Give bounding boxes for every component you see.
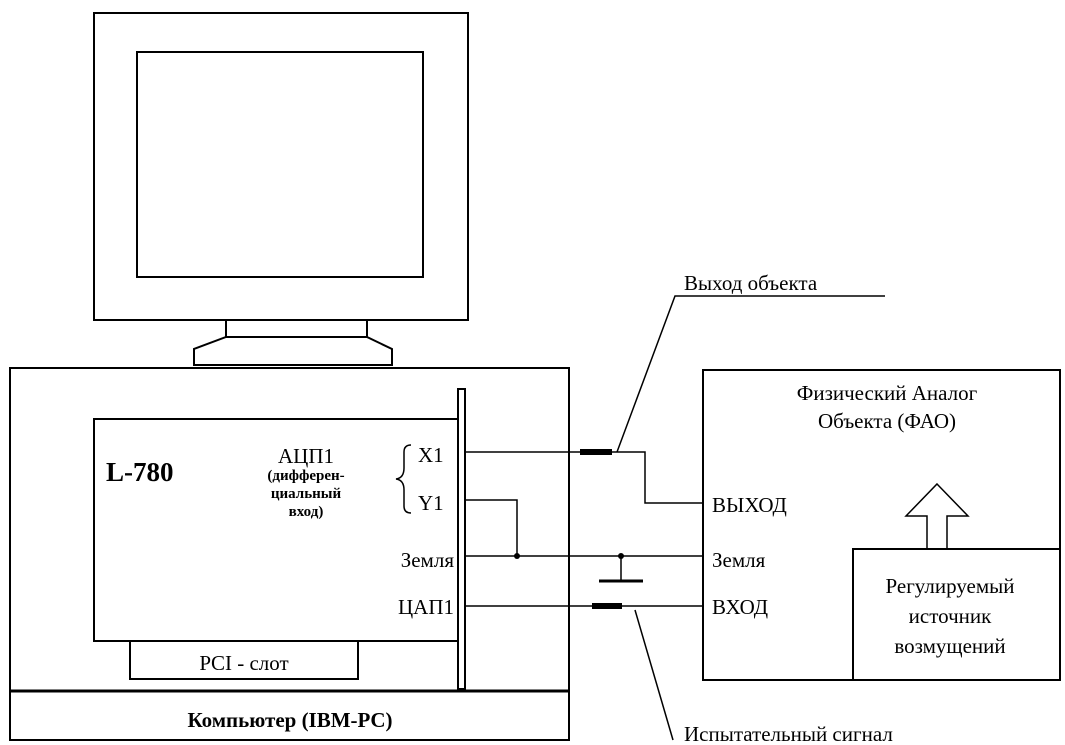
computer-label: Компьютер (IBM-PC) xyxy=(187,708,392,732)
fao-ground-label: Земля xyxy=(712,548,766,572)
fao-output-label: ВЫХОД xyxy=(712,493,787,517)
disturbance-line1: Регулируемый xyxy=(885,574,1014,598)
disturbance-line2: источник xyxy=(909,604,992,628)
computer-outline xyxy=(9,367,570,741)
callout-object-output-leader xyxy=(616,295,885,453)
adc-note-line1: (дифферен- xyxy=(267,468,344,484)
board-bracket xyxy=(457,388,466,690)
wires xyxy=(465,449,703,609)
computer-case: Компьютер (IBM-PC) xyxy=(9,367,570,741)
adc-title: АЦП1 xyxy=(278,444,334,468)
ground-node-left xyxy=(514,553,520,559)
adc-note-line3: вход) xyxy=(289,504,324,520)
pci-slot xyxy=(129,640,359,680)
adc-note-line2: циальный xyxy=(271,486,342,502)
pin-ground-label: Земля xyxy=(401,548,455,572)
disturbance-source xyxy=(852,548,1061,681)
fao-block: Физический Аналог Объекта (ФАО) ВЫХОД Зе… xyxy=(702,369,1061,681)
fao-title-line2: Объекта (ФАО) xyxy=(818,409,956,433)
l780-board: PCI - слот L-780 АЦП1 (дифферен- циальны… xyxy=(93,388,466,690)
monitor xyxy=(93,12,469,366)
monitor-neck xyxy=(225,319,368,338)
callout-object-output: Выход объекта xyxy=(684,271,818,295)
wire-x1-to-output xyxy=(465,451,703,504)
pci-slot-label: PCI - слот xyxy=(199,651,288,675)
callouts: Выход объекта Испытательный сигнал xyxy=(616,271,893,745)
callout-test-signal: Испытательный сигнал xyxy=(684,722,893,745)
disturbance-line3: возмущений xyxy=(894,634,1005,658)
monitor-frame xyxy=(93,12,469,321)
monitor-screen xyxy=(136,51,424,278)
pin-y1-label: Y1 xyxy=(418,491,444,515)
fao-input-label: ВХОД xyxy=(712,595,768,619)
monitor-base xyxy=(193,336,393,366)
fao-title-line1: Физический Аналог xyxy=(797,381,978,405)
pin-x1-label: X1 xyxy=(418,443,444,467)
callout-test-signal-leader xyxy=(634,609,674,741)
wire-y1-to-ground xyxy=(465,499,518,556)
board-name: L-780 xyxy=(106,457,174,487)
up-arrow-icon xyxy=(904,482,970,550)
pin-dac-label: ЦАП1 xyxy=(398,595,454,619)
adc-brace xyxy=(395,444,412,514)
